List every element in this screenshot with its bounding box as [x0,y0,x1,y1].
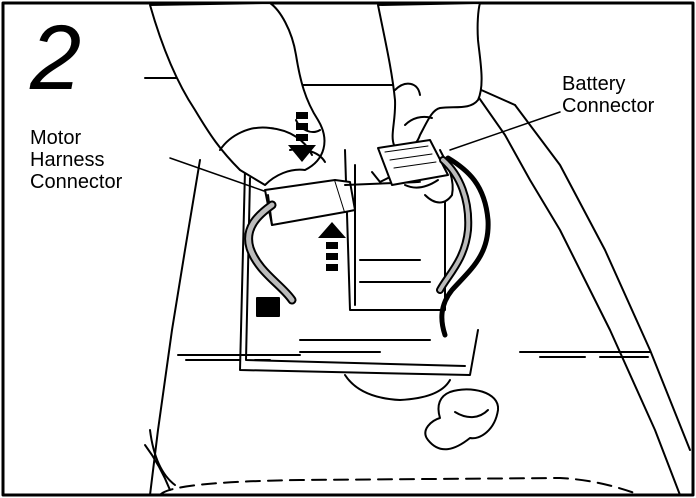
motor-harness-connector-label: Motor Harness Connector [30,127,122,193]
battery-connector-label: Battery Connector [562,73,654,117]
motor-harness-connector [265,180,420,225]
label-line: Battery [562,73,654,95]
label-line: Harness [30,149,122,171]
battery-connector-plug [372,140,448,188]
cable-sleeve [257,298,279,316]
step-number: 2 [30,12,81,104]
label-line: Connector [30,171,122,193]
arrow-up-icon [318,222,346,271]
label-line: Connector [562,95,654,117]
label-line: Motor [30,127,122,149]
cloth [425,389,498,449]
